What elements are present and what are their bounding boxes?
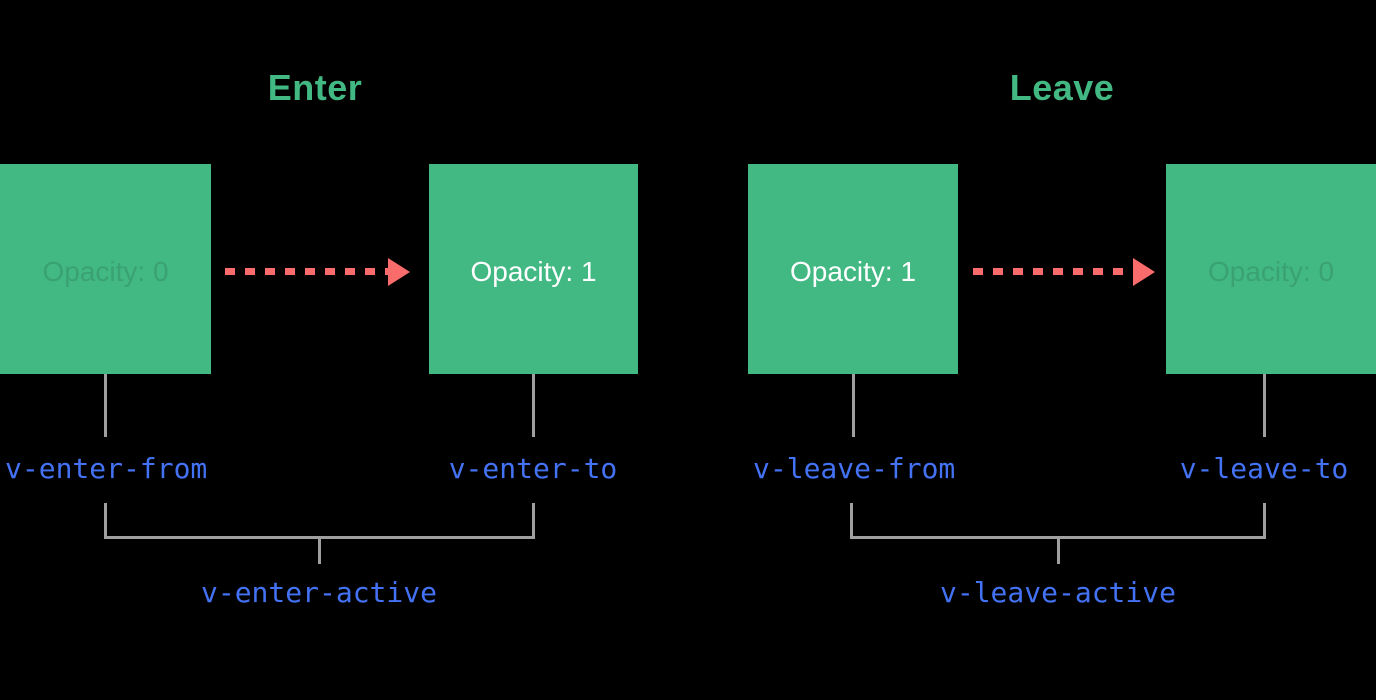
enter-arrowhead-icon [388, 258, 410, 286]
leave-heading: Leave [1009, 67, 1115, 108]
enter-to-opacity-label: Opacity: 1 [470, 255, 597, 287]
leave-to-opacity-label: Opacity: 0 [1207, 255, 1335, 287]
leave-to-class-label: v-leave-to [1179, 452, 1349, 485]
leave-to-box: Opacity: 0 [1166, 164, 1376, 374]
enter-active-bracket [104, 503, 535, 539]
leave-from-box: Opacity: 1 [748, 164, 958, 374]
leave-active-bracket [850, 503, 1266, 539]
enter-from-box: Opacity: 0 [0, 164, 211, 374]
leave-from-opacity-label: Opacity: 1 [789, 255, 917, 287]
enter-heading: Enter [267, 67, 363, 108]
enter-from-class-label: v-enter-from [5, 452, 208, 485]
enter-active-class-label: v-enter-active [200, 576, 437, 609]
enter-to-connector-line [531, 374, 535, 437]
enter-from-opacity-label: Opacity: 0 [42, 255, 169, 287]
leave-from-connector-line [851, 374, 855, 437]
leave-arrowhead-icon [1133, 258, 1155, 286]
leave-transition-dashed-line [973, 268, 1133, 275]
leave-from-class-label: v-leave-from [753, 452, 956, 485]
enter-to-box: Opacity: 1 [429, 164, 638, 374]
leave-active-stem-line [1056, 539, 1060, 564]
enter-active-stem-line [317, 539, 321, 564]
leave-active-class-label: v-leave-active [939, 576, 1176, 609]
enter-to-class-label: v-enter-to [448, 452, 618, 485]
enter-transition-dashed-line [225, 268, 388, 275]
leave-to-connector-line [1262, 374, 1266, 437]
enter-from-connector-line [103, 374, 107, 437]
